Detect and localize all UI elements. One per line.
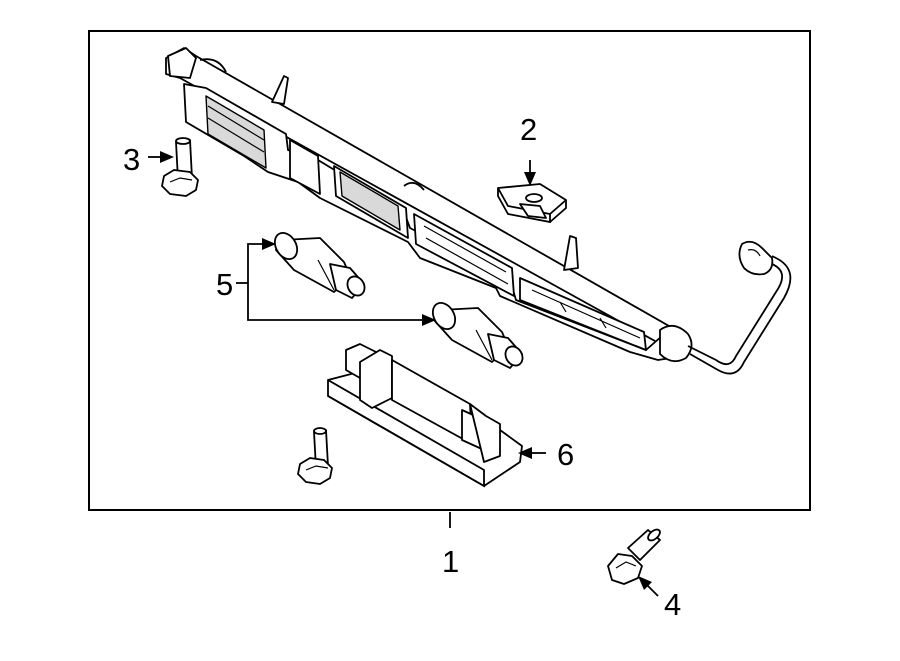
- leader-2: [524, 160, 536, 186]
- clip-nut: [497, 183, 567, 224]
- screw: [297, 427, 333, 485]
- callout-5: 5: [216, 267, 233, 302]
- callout-6: 6: [557, 437, 574, 472]
- callout-2: 2: [520, 112, 537, 147]
- callout-1: 1: [442, 544, 459, 579]
- leader-5: [236, 238, 436, 326]
- lamp-bar-assembly: [165, 47, 792, 375]
- leader-3: [148, 151, 174, 163]
- assembly-frame: [88, 30, 811, 511]
- leader-4: [638, 576, 659, 597]
- bulb-lower: [431, 301, 524, 369]
- bolt-3: [161, 137, 199, 197]
- callout-4: 4: [664, 587, 681, 622]
- bolt-4: [607, 528, 661, 585]
- bulb-upper: [273, 231, 366, 299]
- leader-6: [518, 447, 546, 459]
- callout-3: 3: [123, 142, 140, 177]
- lamp-housing: [327, 343, 523, 488]
